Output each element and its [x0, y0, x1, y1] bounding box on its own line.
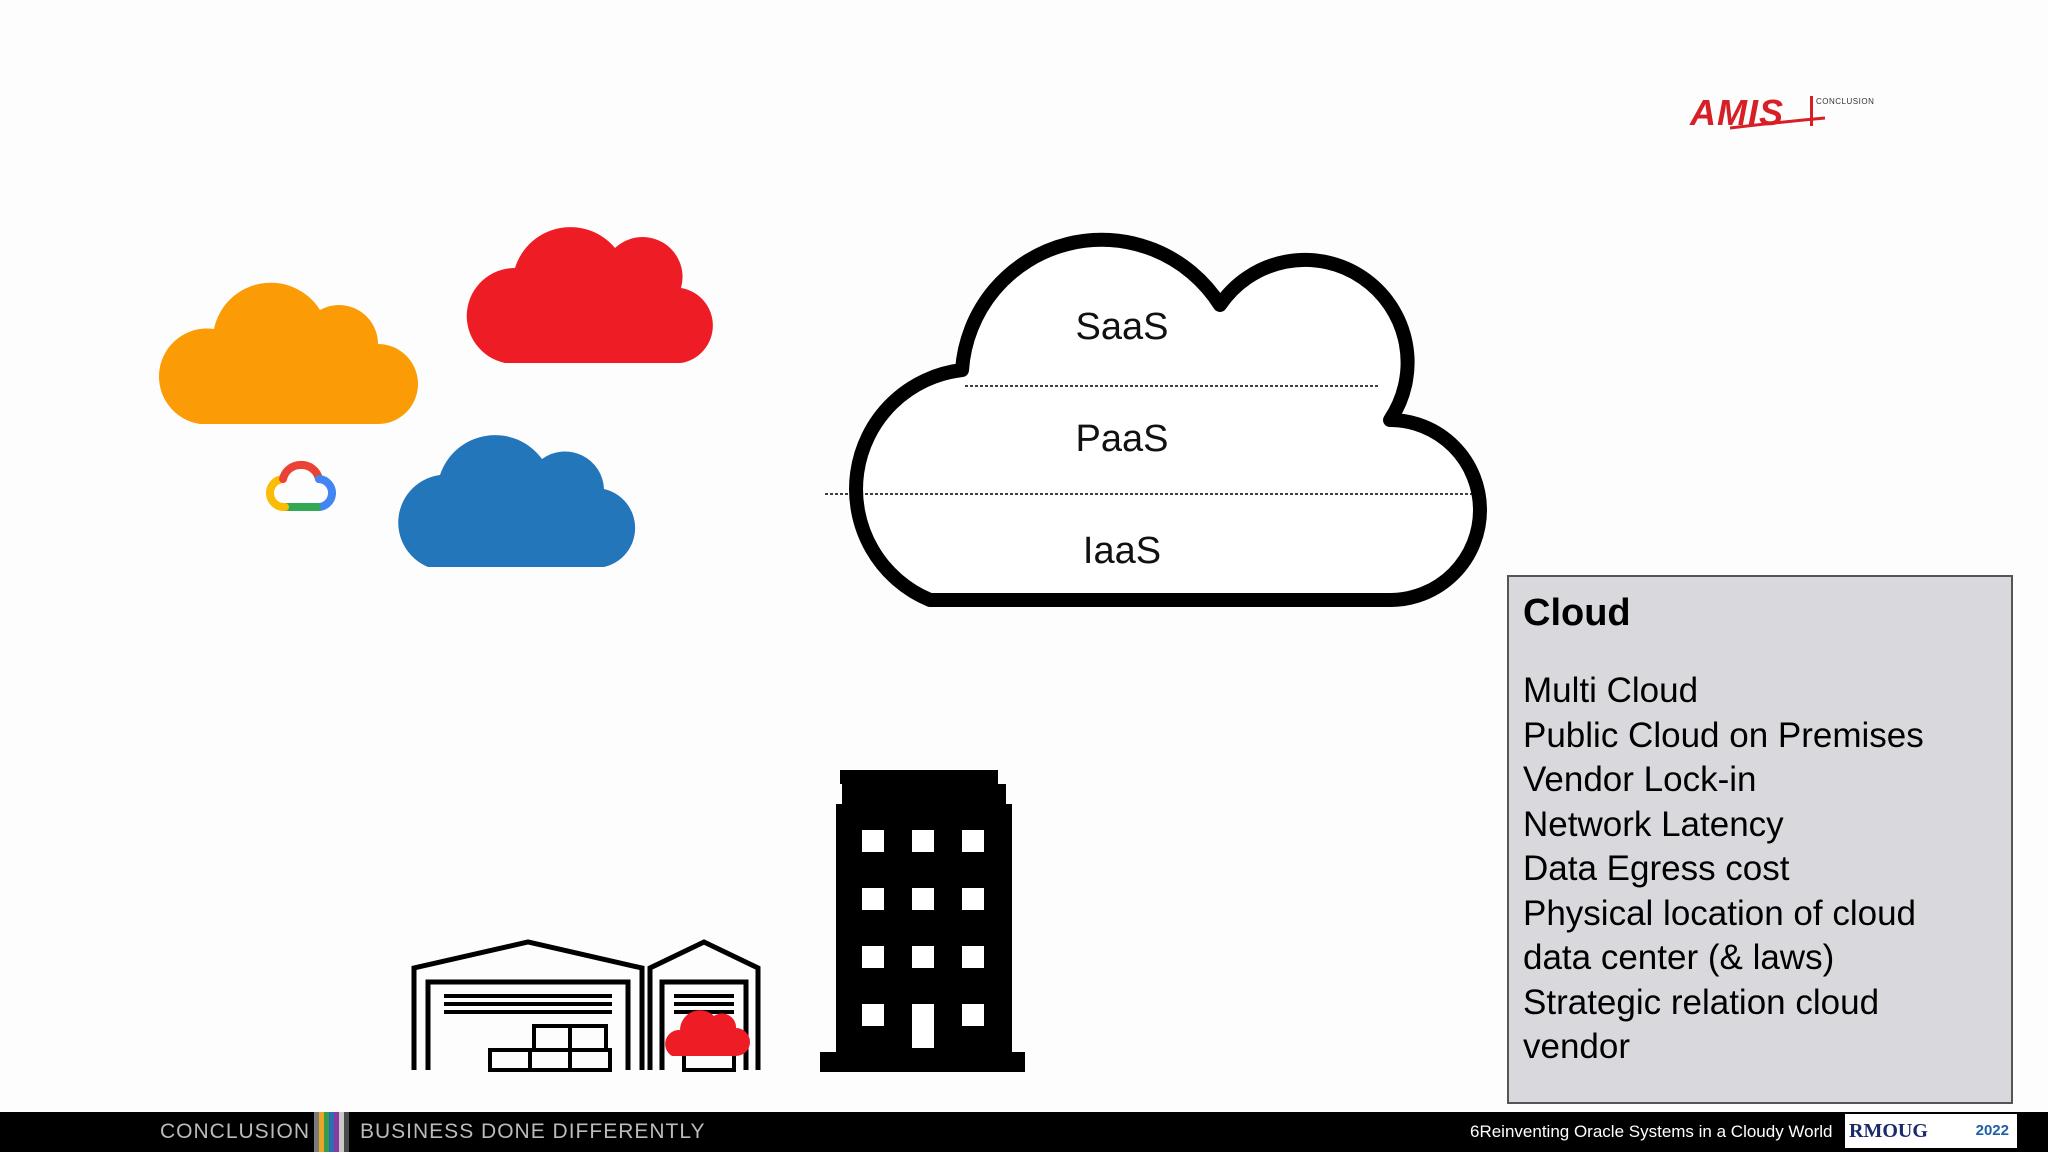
service-model-cloud: [825, 232, 1487, 607]
logo-tagline: CONCLUSION: [1816, 97, 1875, 106]
list-item: Public Cloud on Premises: [1523, 715, 1924, 755]
red-cloud-icon: [466, 227, 713, 363]
list-item: Network Latency: [1523, 804, 1784, 844]
list-item: vendor: [1523, 1027, 1631, 1066]
list-item: data center (& laws): [1523, 938, 1835, 977]
topic-list: Multi Cloud Public Cloud on Premises Ven…: [1523, 669, 1997, 1070]
list-item: Multi Cloud: [1523, 671, 1699, 710]
slide-footer: CONCLUSION BUSINESS DONE DIFFERENTLY 6Re…: [0, 1112, 2048, 1152]
list-item: Vendor Lock-in: [1523, 760, 1757, 799]
rmoug-logo: RMOUG 2022: [1845, 1114, 2017, 1148]
layer-paas: PaaS: [1075, 418, 1169, 460]
amis-logo: AMIS CONCLUSION: [1690, 88, 1896, 148]
layer-iaas: IaaS: [1082, 530, 1162, 572]
orange-cloud-icon: [158, 282, 418, 424]
color-stripes: [314, 1112, 349, 1152]
footer-slide-title: 6Reinventing Oracle Systems in a Cloudy …: [1470, 1122, 1833, 1141]
logo-divider: [1810, 96, 1813, 126]
panel-title: Cloud: [1523, 592, 1631, 634]
office-building-icon: [820, 770, 1025, 1072]
layer-saas: SaaS: [1075, 306, 1169, 348]
list-item: Data Egress cost: [1523, 849, 1790, 888]
list-item: Physical location of cloud: [1523, 893, 1916, 933]
google-cloud-icon: [265, 460, 337, 512]
logo-swoosh: [1729, 116, 1826, 130]
rmoug-year: 2022: [1975, 1122, 2009, 1139]
warehouse-icon: [411, 939, 761, 1072]
footer-section-label: CONCLUSION: [160, 1120, 311, 1143]
cloud-topics-panel: Cloud Multi Cloud Public Cloud on Premis…: [1507, 575, 2013, 1104]
footer-tagline: BUSINESS DONE DIFFERENTLY: [360, 1120, 706, 1143]
rmoug-text: RMOUG: [1849, 1120, 1928, 1142]
blue-cloud-icon: [398, 435, 636, 567]
list-item: Strategic relation cloud: [1523, 982, 1880, 1022]
